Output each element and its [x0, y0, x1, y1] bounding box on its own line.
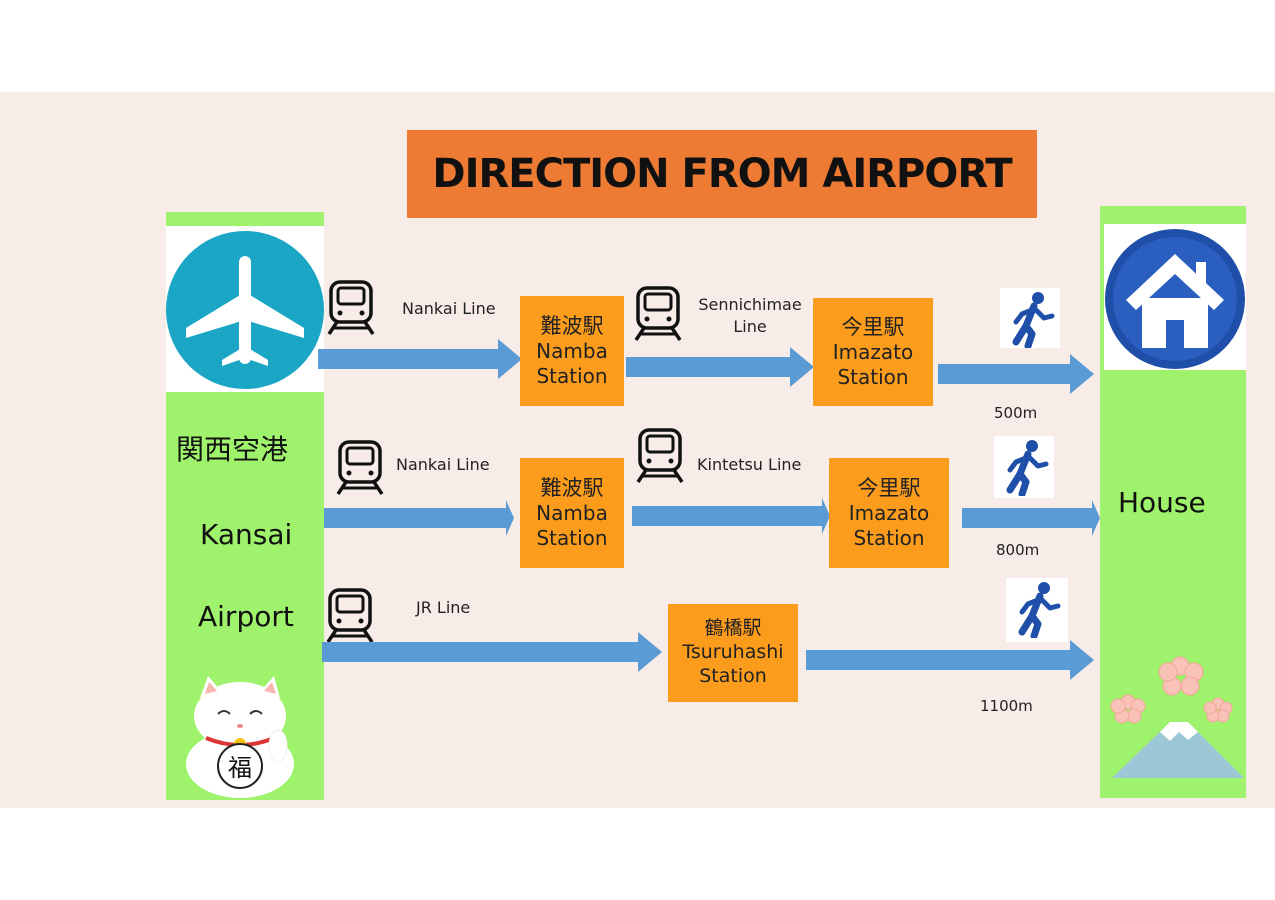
walking-person-icon	[1004, 290, 1056, 348]
station-name-en: Namba	[536, 501, 608, 526]
route2-station2: 今里駅 Imazato Station	[829, 458, 949, 568]
route1-arrow2	[626, 347, 814, 387]
destination-name: House	[1118, 486, 1206, 519]
route1-walk-distance: 500m	[994, 404, 1038, 422]
route2-line1-label: Nankai Line	[396, 455, 490, 474]
route2-arrow2	[632, 498, 830, 534]
station-name-suffix: Station	[699, 664, 767, 687]
title-banner: DIRECTION FROM AIRPORT	[407, 130, 1037, 218]
route3-station1: 鶴橋駅 Tsuruhashi Station	[668, 604, 798, 702]
airplane-icon	[166, 228, 324, 392]
route1-line1-label: Nankai Line	[402, 299, 496, 318]
walking-person-icon	[998, 438, 1050, 496]
station-name-jp: 難波駅	[540, 475, 604, 500]
train-icon	[334, 440, 386, 496]
station-name-jp: 今里駅	[857, 475, 921, 500]
route1-station1: 難波駅 Namba Station	[520, 296, 624, 406]
station-name-en: Tsuruhashi	[682, 641, 784, 664]
train-icon	[324, 588, 376, 644]
station-name-en: Imazato	[848, 501, 930, 526]
lucky-cat-badge-text: 福	[228, 754, 252, 782]
route1-line2-text1: Sennichimae	[698, 295, 802, 314]
route1-arrow1	[318, 339, 522, 379]
station-name-en: Imazato	[832, 340, 914, 365]
route3-walk-distance: 1100m	[980, 697, 1033, 715]
route3-arrow2	[806, 640, 1094, 680]
route1-line2-text2: Line	[733, 316, 767, 336]
route3-line1-label: JR Line	[416, 598, 471, 617]
route2-line2-label: Kintetsu Line	[697, 455, 802, 474]
route2-station1: 難波駅 Namba Station	[520, 458, 624, 568]
mount-fuji-icon	[1104, 646, 1246, 786]
station-name-suffix: Station	[837, 365, 909, 390]
lucky-cat-icon: 福	[180, 672, 300, 798]
route2-arrow1	[324, 500, 514, 536]
route1-station2: 今里駅 Imazato Station	[813, 298, 933, 406]
route3-arrow1	[322, 632, 662, 672]
origin-name-line2: Airport	[198, 600, 294, 633]
train-icon	[632, 286, 684, 342]
station-name-suffix: Station	[536, 526, 608, 551]
train-icon	[325, 280, 377, 336]
station-name-suffix: Station	[853, 526, 925, 551]
station-name-suffix: Station	[536, 364, 608, 389]
station-name-jp: 今里駅	[841, 314, 905, 339]
origin-name-jp: 関西空港	[176, 433, 289, 466]
station-name-en: Namba	[536, 339, 608, 364]
route2-arrow3	[962, 500, 1100, 536]
station-name-jp: 鶴橋駅	[704, 617, 762, 640]
train-icon	[634, 428, 686, 484]
route1-line2-label: Sennichimae Line	[692, 294, 808, 337]
route2-walk-distance: 800m	[996, 541, 1040, 559]
diagram-title: DIRECTION FROM AIRPORT	[432, 151, 1012, 197]
route1-arrow3	[938, 354, 1094, 394]
station-name-jp: 難波駅	[540, 313, 604, 338]
house-icon	[1104, 226, 1246, 372]
origin-name-line1: Kansai	[200, 518, 293, 551]
walking-person-icon	[1010, 580, 1062, 638]
